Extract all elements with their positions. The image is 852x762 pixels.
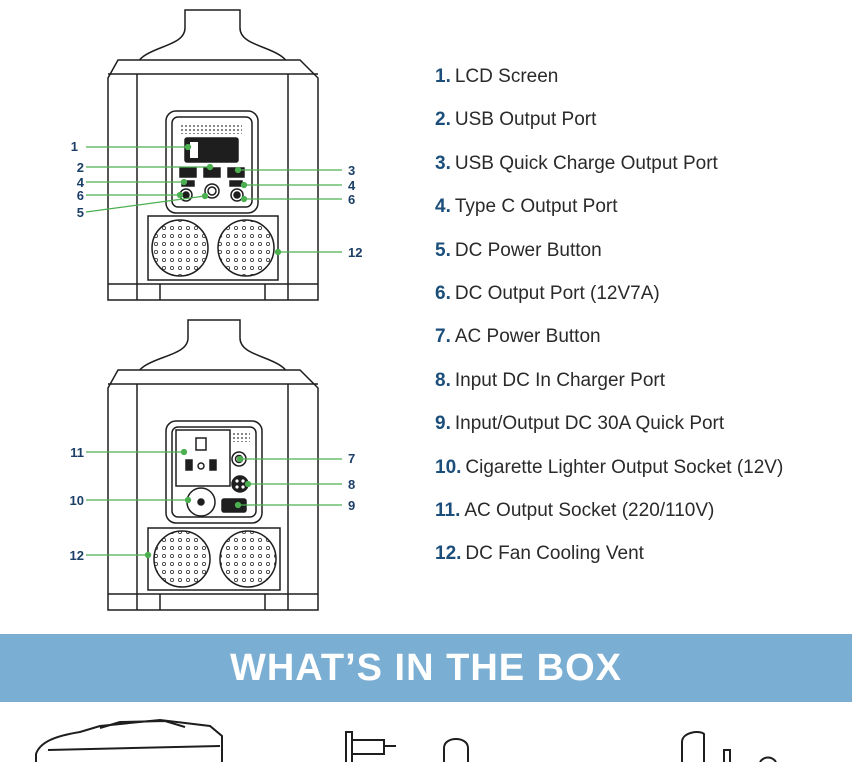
- usb-port: [179, 167, 197, 178]
- back-view: [107, 319, 319, 611]
- legend-label: Cigarette Lighter Output Socket (12V): [465, 456, 784, 478]
- legend-number: 12.: [435, 543, 462, 565]
- legend-item: 2.USB Output Port: [435, 109, 845, 152]
- legend-label: Input DC In Charger Port: [454, 369, 666, 391]
- legend-label: USB Output Port: [454, 109, 597, 131]
- front-callouts: 1 2 4 6 5 3 4 6 12: [71, 139, 363, 260]
- legend-number: 2.: [435, 109, 451, 131]
- parts-legend: 1.LCD Screen 2.USB Output Port 3.USB Qui…: [435, 66, 845, 587]
- back-callouts: 11 10 12 7 8 9: [70, 445, 356, 563]
- callout-number: 3: [348, 163, 355, 178]
- callout-number: 6: [77, 188, 84, 203]
- legend-item: 4.Type C Output Port: [435, 196, 845, 239]
- product-diagram: 1 2 4 6 5 3 4 6 12: [70, 9, 363, 611]
- legend-label: AC Output Socket (220/110V): [464, 499, 715, 521]
- whats-in-the-box-banner: WHAT’S IN THE BOX: [0, 634, 852, 702]
- legend-label: AC Power Button: [454, 326, 601, 348]
- callout-number: 7: [348, 451, 355, 466]
- legend-item: 8.Input DC In Charger Port: [435, 370, 845, 413]
- legend-item: 9.Input/Output DC 30A Quick Port: [435, 413, 845, 456]
- legend-number: 9.: [435, 413, 451, 435]
- legend-label: DC Power Button: [454, 239, 602, 261]
- box-contents: [35, 718, 777, 762]
- callout-number: 2: [77, 160, 84, 175]
- front-view: [107, 9, 319, 301]
- callout-number: 12: [70, 548, 84, 563]
- legend-item: 12.DC Fan Cooling Vent: [435, 543, 845, 586]
- legend-item: 10.Cigarette Lighter Output Socket (12V): [435, 457, 845, 500]
- front-leader-lines: [85, 143, 342, 256]
- legend-item: 11.AC Output Socket (220/110V): [435, 500, 845, 543]
- legend-item: 7.AC Power Button: [435, 326, 845, 369]
- legend-item: 5.DC Power Button: [435, 240, 845, 283]
- lcd-screen: [184, 137, 239, 163]
- legend-number: 8.: [435, 369, 451, 391]
- legend-label: Type C Output Port: [454, 196, 618, 218]
- charger-outline: [345, 731, 396, 762]
- callout-number: 4: [77, 175, 85, 190]
- callout-number: 12: [348, 245, 362, 260]
- legend-item: 6.DC Output Port (12V7A): [435, 283, 845, 326]
- dc-power-button: [204, 183, 220, 199]
- legend-number: 1.: [435, 66, 451, 87]
- legend-number: 11.: [435, 499, 461, 521]
- legend-label: USB Quick Charge Output Port: [454, 152, 718, 174]
- callout-number: 11: [70, 445, 84, 460]
- callout-number: 4: [348, 178, 356, 193]
- legend-label: LCD Screen: [454, 66, 559, 87]
- dc-output-port: [230, 188, 244, 202]
- legend-item: 3.USB Quick Charge Output Port: [435, 153, 845, 196]
- callout-number: 1: [71, 139, 78, 154]
- ac-socket: [175, 429, 231, 487]
- cable-outline: [681, 731, 777, 762]
- callout-number: 5: [77, 205, 84, 220]
- legend-label: DC Fan Cooling Vent: [465, 543, 644, 565]
- power-station-outline: [35, 718, 223, 762]
- legend-number: 4.: [435, 196, 451, 218]
- back-leader-lines: [86, 448, 342, 559]
- callout-number: 8: [348, 477, 355, 492]
- legend-item: 1.LCD Screen: [435, 66, 845, 109]
- callout-number: 10: [70, 493, 84, 508]
- callout-number: 9: [348, 498, 355, 513]
- legend-label: DC Output Port (12V7A): [454, 282, 660, 304]
- banner-title: WHAT’S IN THE BOX: [229, 646, 623, 689]
- legend-number: 6.: [435, 282, 451, 304]
- legend-number: 3.: [435, 152, 451, 174]
- legend-number: 10.: [435, 456, 462, 478]
- legend-label: Input/Output DC 30A Quick Port: [454, 413, 725, 435]
- legend-number: 5.: [435, 239, 451, 261]
- callout-number: 6: [348, 192, 355, 207]
- legend-number: 7.: [435, 326, 451, 348]
